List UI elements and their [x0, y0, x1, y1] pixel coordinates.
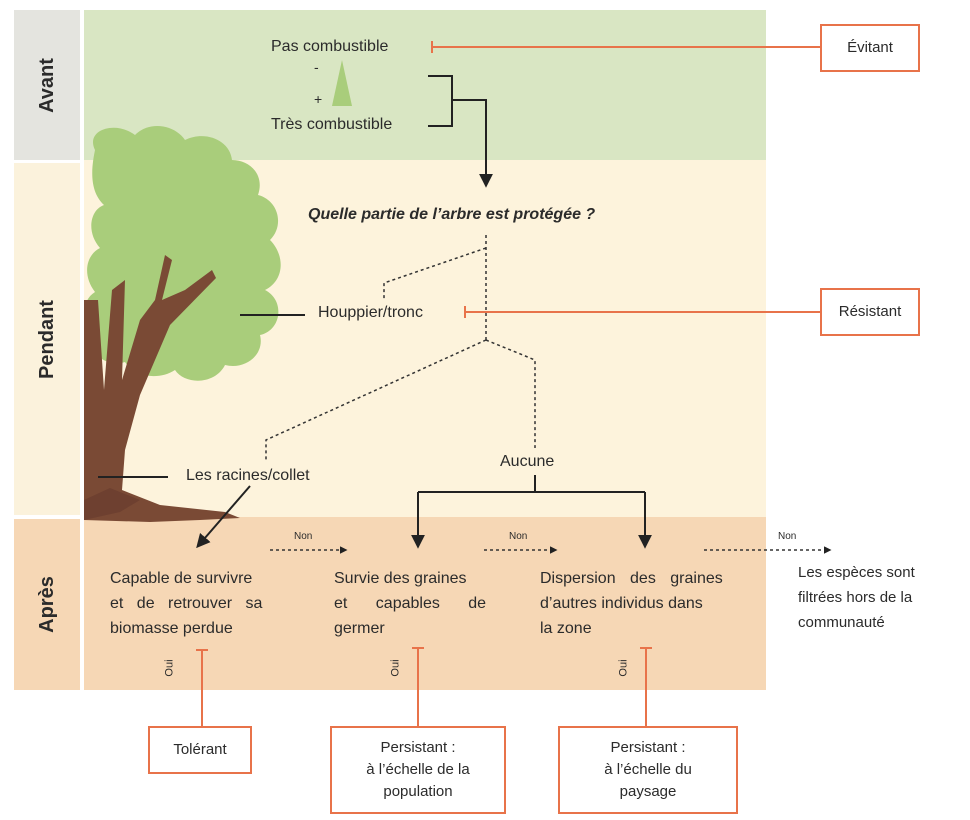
phase-avant: Avant — [14, 10, 80, 160]
outcome-seed-survival-line: germer — [334, 620, 385, 637]
strategy-persistant-paysage-line: Persistant : — [610, 739, 686, 756]
oui-label: Oui — [163, 659, 176, 677]
avant-band — [84, 10, 766, 160]
strategy-persistant-population-line: population — [383, 783, 453, 800]
strategy-persistant-population-line: Persistant : — [380, 739, 456, 756]
combustibility-triangle — [332, 60, 352, 106]
outcome-filtered-line: filtrées hors de la — [798, 589, 913, 606]
outcome-seed-survival-line: et capables de — [334, 595, 487, 612]
outcome-filtered: Les espèces sont filtrées hors de la com… — [798, 560, 963, 635]
strategy-evitant-label: Évitant — [847, 39, 893, 56]
part-racines: Les racines/collet — [186, 467, 310, 484]
label-minus: - — [314, 59, 319, 75]
outcome-seed-survival-line: Survie des graines — [334, 570, 467, 587]
non-label: Non — [294, 531, 313, 542]
oui-label: Oui — [389, 659, 402, 677]
strategy-persistant-population-line: à l’échelle de la — [366, 761, 470, 778]
strategy-tolerant: Tolérant — [148, 726, 252, 774]
strategy-persistant-paysage: Persistant : à l’échelle du paysage — [558, 726, 738, 814]
part-aucune: Aucune — [500, 453, 555, 470]
outcome-seed-dispersal: Dispersion des graines d’autres individu… — [540, 566, 755, 641]
outcome-seed-dispersal-line: d’autres individus dans — [540, 595, 703, 612]
non-label: Non — [509, 531, 528, 542]
strategy-tolerant-label: Tolérant — [173, 741, 227, 758]
strategy-persistant-paysage-line: à l’échelle du — [604, 761, 692, 778]
phase-apres: Après — [14, 519, 80, 690]
label-plus: + — [314, 91, 323, 107]
non-label: Non — [778, 531, 797, 542]
strategy-resistant: Résistant — [820, 288, 920, 336]
outcome-filtered-line: Les espèces sont — [798, 564, 915, 581]
outcome-survive-line: Capable de survivre — [110, 570, 253, 587]
outcome-seed-dispersal-line: Dispersion des graines — [540, 570, 723, 587]
outcome-filtered-line: communauté — [798, 614, 885, 631]
oui-label: Oui — [617, 659, 630, 677]
outcome-survive-line: et de retrouver sa — [110, 595, 263, 612]
outcome-seed-survival: Survie des graines et capables de germer — [334, 566, 504, 641]
outcome-seed-dispersal-line: la zone — [540, 620, 592, 637]
question-title: Quelle partie de l’arbre est protégée ? — [308, 206, 596, 223]
tree-illustration — [84, 125, 281, 522]
strategy-persistant-paysage-line: paysage — [619, 783, 677, 800]
tree-trunk — [84, 255, 240, 522]
label-pas-combustible: Pas combustible — [271, 38, 389, 55]
strategy-evitant: Évitant — [820, 24, 920, 72]
outcome-survive: Capable de survivre et de retrouver sa b… — [110, 566, 290, 641]
phase-pendant: Pendant — [14, 163, 80, 515]
outcome-survive-line: biomasse perdue — [110, 620, 233, 637]
label-tres-combustible: Très combustible — [271, 116, 393, 133]
strategy-persistant-population: Persistant : à l’échelle de la populatio… — [330, 726, 506, 814]
part-houppier: Houppier/tronc — [318, 304, 423, 321]
tree-foliage — [84, 125, 281, 381]
strategy-resistant-label: Résistant — [838, 303, 902, 320]
